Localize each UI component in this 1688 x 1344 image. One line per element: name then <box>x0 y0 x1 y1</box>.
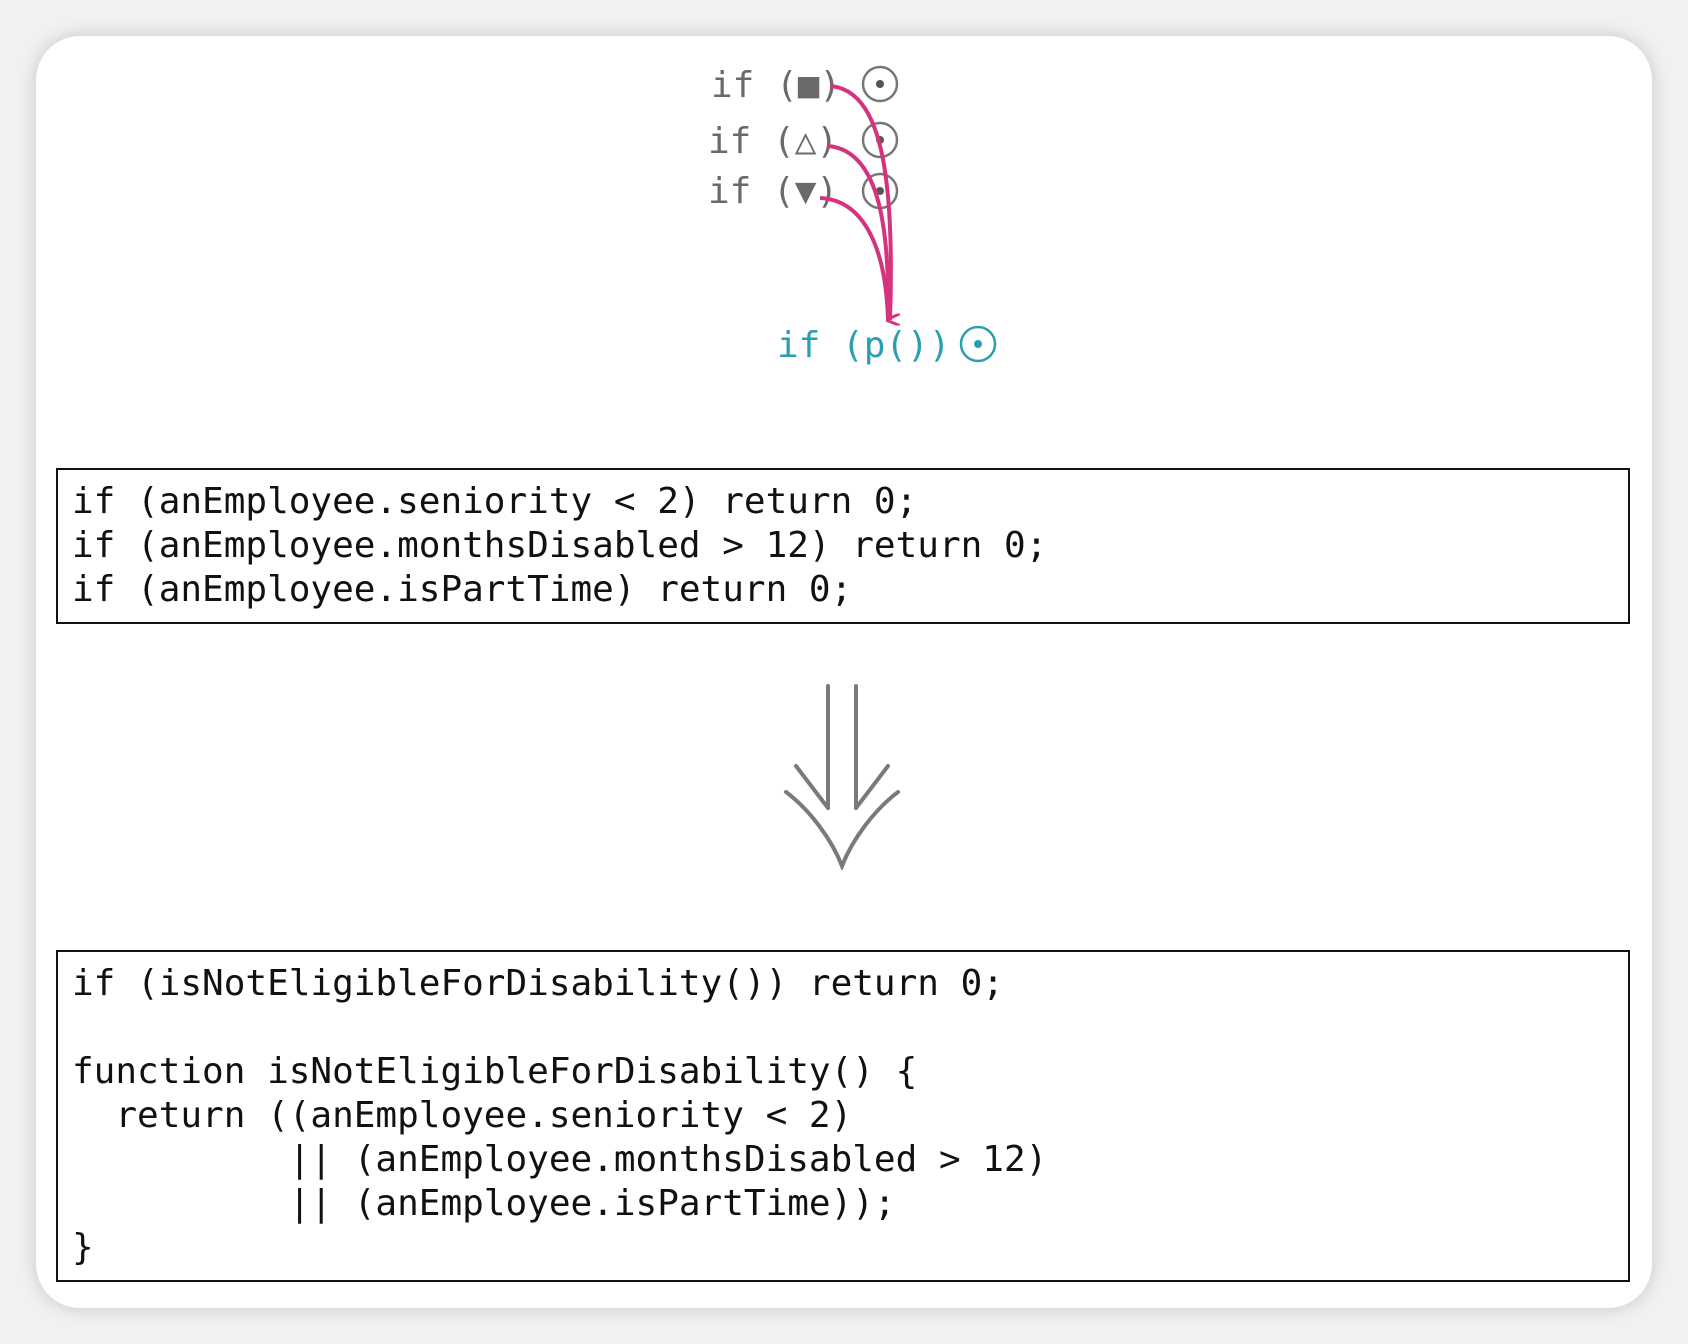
if-keyword: if <box>711 65 755 106</box>
condition-1: if (■) <box>711 65 842 106</box>
code-line: } <box>72 1227 94 1268</box>
consolidated-condition: if (p()) <box>777 325 951 366</box>
connector-arrow <box>829 84 893 321</box>
target-dot-icon <box>861 65 899 103</box>
code-line: return ((anEmployee.seniority < 2) <box>72 1095 853 1136</box>
consolidated-target-icon <box>959 325 997 363</box>
connector-layer <box>819 65 997 363</box>
if-keyword: if <box>708 171 752 212</box>
filled-triangle-down-icon: ▼ <box>794 171 817 212</box>
code-line: if (anEmployee.isPartTime) return 0; <box>72 569 853 610</box>
connector-arrow <box>819 196 888 320</box>
code-line <box>72 1006 1628 1050</box>
filled-square-icon: ■ <box>797 65 820 106</box>
code-line: || (anEmployee.isPartTime)); <box>72 1183 896 1224</box>
code-line: if (isNotEligibleForDisability()) return… <box>72 963 1004 1004</box>
code-line: if (anEmployee.monthsDisabled > 12) retu… <box>72 525 1048 566</box>
consolidation-diagram: if (■) if (△) if (▼) if (p()) <box>0 0 1688 440</box>
outline-triangle-icon: △ <box>794 121 817 162</box>
before-code-block: if (anEmployee.seniority < 2) return 0; … <box>56 468 1630 624</box>
down-double-arrow-icon <box>784 684 900 870</box>
condition-3: if (▼) <box>708 171 839 212</box>
code-line: || (anEmployee.monthsDisabled > 12) <box>72 1139 1048 1180</box>
after-code-block: if (isNotEligibleForDisability()) return… <box>56 950 1630 1282</box>
connector-arrow <box>827 144 891 321</box>
condition-2: if (△) <box>708 121 839 162</box>
if-keyword: if <box>708 121 752 162</box>
code-line: if (anEmployee.seniority < 2) return 0; <box>72 481 918 522</box>
code-line: function isNotEligibleForDisability() { <box>72 1051 918 1092</box>
